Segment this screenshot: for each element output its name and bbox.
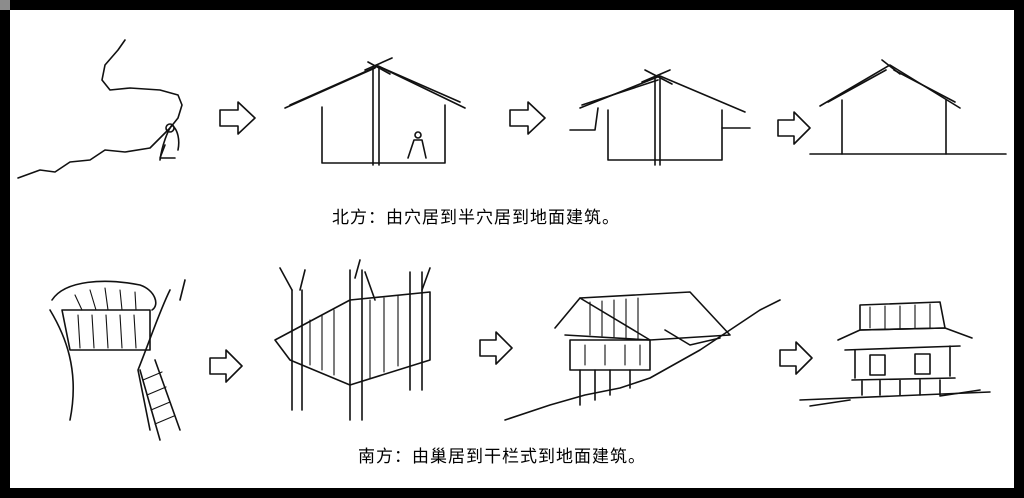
caption-north: 北方：由穴居到半穴居到地面建筑。	[332, 208, 620, 228]
diagram-canvas: 北方：由穴居到半穴居到地面建筑。 南方：由巢居到干栏式到地面建筑。	[10, 10, 1014, 488]
south-nest-sketch	[49, 279, 186, 441]
arrow-right-icon	[779, 341, 813, 375]
arrow-right-icon	[479, 331, 513, 365]
north-semi-pit-sketch	[284, 57, 466, 166]
north-cave-sketch	[17, 39, 183, 179]
arrow-right-icon	[777, 111, 811, 145]
arrow-right-icon	[209, 349, 243, 383]
corner-mark	[0, 0, 10, 10]
arrow-right-icon	[509, 101, 546, 135]
north-semi-pit-2-sketch	[569, 69, 751, 166]
arrow-right-icon	[219, 101, 256, 135]
south-stilt-tree-sketch	[274, 259, 431, 421]
south-stilt-house-sketch	[504, 291, 781, 421]
south-ground-building-sketch	[799, 301, 991, 407]
caption-south: 南方：由巢居到干栏式到地面建筑。	[358, 447, 646, 467]
north-ground-building-sketch	[809, 59, 1007, 155]
sketch-svg	[17, 39, 1007, 441]
